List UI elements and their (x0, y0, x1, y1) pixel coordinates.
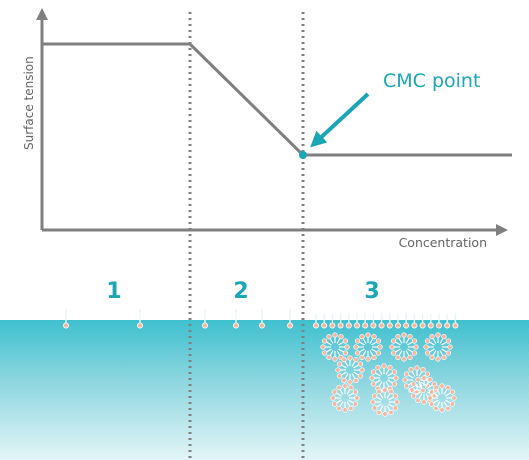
cmc-arrow (310, 92, 370, 148)
surfactant-molecule (321, 313, 328, 329)
surfactant-molecule (403, 313, 410, 329)
surfactant-molecule (63, 309, 70, 329)
surfactant-molecule (435, 313, 442, 329)
micelle (330, 383, 360, 413)
surfactant-molecule (258, 309, 265, 329)
micelle (427, 383, 457, 413)
surfactant-molecule (370, 313, 377, 329)
micelle-group (320, 332, 457, 417)
micelle (335, 355, 365, 385)
surfactant-molecule (286, 309, 293, 329)
region-number-1: 1 (106, 279, 121, 304)
surfactant-molecule (329, 313, 336, 329)
region-number-3: 3 (364, 279, 379, 304)
micelle (353, 332, 383, 362)
cmc-point-marker (299, 151, 307, 159)
micelle (423, 332, 453, 362)
water-surface (0, 320, 529, 460)
cmc-label: CMC point (383, 70, 480, 92)
surfactant-molecule (136, 309, 143, 329)
surfactant-molecule (411, 313, 418, 329)
surfactant-molecule (419, 313, 426, 329)
surface-tension-curve (42, 42, 512, 157)
surface-surfactant-group (63, 309, 459, 329)
micelle (320, 332, 350, 362)
surfactant-molecule (394, 313, 401, 329)
surfactant-molecule (386, 313, 393, 329)
surfactant-molecule (353, 313, 360, 329)
surfactant-molecule (312, 313, 319, 329)
y-axis-label: Surface tension (22, 56, 36, 150)
surfactant-molecule (378, 313, 385, 329)
micelle (389, 332, 419, 362)
region-number-2: 2 (233, 279, 248, 304)
x-axis-label: Concentration (399, 235, 487, 250)
surfactant-molecule (427, 313, 434, 329)
surfactant-molecule (452, 313, 459, 329)
surfactant-molecule (345, 313, 352, 329)
surfactant-molecule (362, 313, 369, 329)
surfactant-molecule (232, 309, 239, 329)
micelle (370, 387, 400, 417)
surfactant-molecule (201, 309, 208, 329)
surfactant-molecule (337, 313, 344, 329)
surfactant-molecule (444, 313, 451, 329)
